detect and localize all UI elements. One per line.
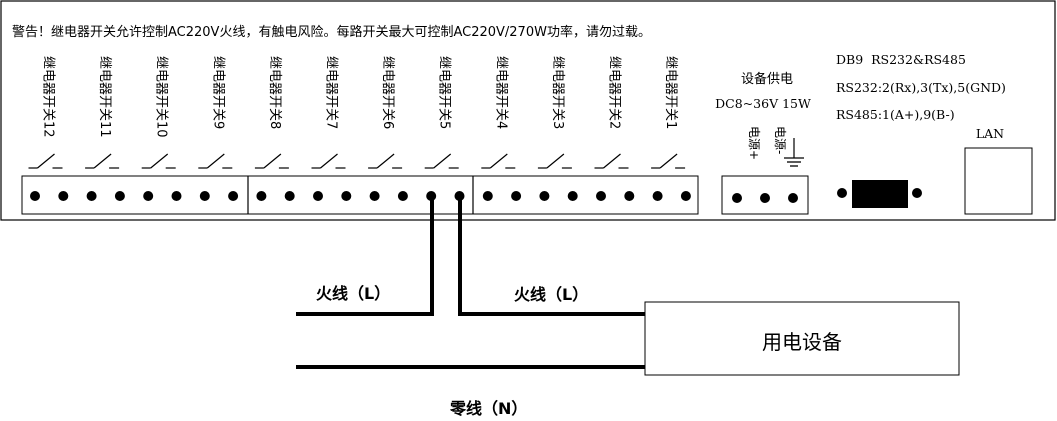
relay-label: 继电器开关4 <box>493 56 508 129</box>
relay-label: 继电器开关6 <box>380 56 395 129</box>
terminal-screw <box>341 191 352 201</box>
switch-icon <box>141 153 176 169</box>
relay-label: 继电器开关3 <box>550 56 565 129</box>
terminal-screw <box>397 191 408 201</box>
terminal-screw <box>539 191 550 201</box>
live-label-1: 火线（L） <box>316 284 390 303</box>
relay-label: 继电器开关8 <box>267 56 282 129</box>
terminal-screw <box>143 191 154 201</box>
power-plus-label: 电源+ <box>747 126 761 160</box>
terminal-screw <box>369 191 380 201</box>
terminal-screw <box>114 191 125 201</box>
relay-terminal-block: 继电器开关12 继电器开关11 继电器开关10 继电器开关9 继电器开关8 继电器开关7 继… <box>21 56 699 215</box>
rs485-pinout: RS485:1(A+),9(B-) <box>836 107 955 122</box>
switch-icon <box>594 153 629 169</box>
rs232-pinout: RS232:2(Rx),3(Tx),5(GND) <box>836 80 1006 95</box>
terminal-screw <box>596 191 606 201</box>
wiring <box>296 197 646 369</box>
relay-label: 继电器开关10 <box>154 56 169 138</box>
terminal-screw <box>567 191 578 201</box>
power-spec: DC8~36V 15W <box>715 96 811 111</box>
switch-icon <box>424 153 459 169</box>
switch-icon <box>311 153 346 169</box>
lan-label: LAN <box>976 126 1004 141</box>
switch-icon <box>28 153 63 169</box>
terminal-screw <box>680 191 691 201</box>
relay-label: 继电器开关9 <box>210 56 225 129</box>
switch-icon <box>85 153 120 169</box>
ground-icon <box>784 138 804 167</box>
switch-icon <box>651 153 686 169</box>
terminal-screw <box>58 191 69 201</box>
terminal-screw <box>788 193 798 203</box>
switch-icon <box>368 153 403 169</box>
terminal-screw <box>313 191 323 201</box>
power-minus-label: 电源- <box>773 126 787 154</box>
live-label-2: 火线（L） <box>514 285 588 304</box>
switch-icon <box>198 153 233 169</box>
load-device-label: 用电设备 <box>762 330 842 354</box>
terminal-screw <box>199 191 210 201</box>
terminal-screw <box>760 193 770 203</box>
relay-label: 继电器开关7 <box>324 56 339 129</box>
terminal-strip <box>21 175 699 215</box>
terminal-screw <box>284 191 295 201</box>
terminal-screw <box>30 191 40 201</box>
neutral-label: 零线（N） <box>449 399 527 418</box>
warning-text: 警告！继电器开关允许控制AC220V火线，有触电风险。每路开关最大可控制AC22… <box>12 24 651 40</box>
relay-label: 继电器开关11 <box>97 56 112 138</box>
terminal-screw <box>482 191 493 201</box>
relay-label: 继电器开关5 <box>437 56 452 129</box>
svg-text:电源+: 电源+ <box>747 126 761 160</box>
terminal-screw <box>732 193 742 203</box>
switch-icon <box>481 153 516 169</box>
load-device-box <box>644 301 960 376</box>
terminal-screw <box>86 191 97 201</box>
terminal-screw <box>511 191 522 201</box>
terminal-screw <box>652 191 663 201</box>
terminal-screw <box>256 191 267 201</box>
terminal-screw <box>228 191 239 201</box>
terminal-screw <box>171 191 182 201</box>
relay-label: 继电器开关2 <box>607 56 622 129</box>
db9-label: DB9 RS232&RS485 <box>836 52 966 67</box>
switch-icon <box>537 153 572 169</box>
relay-label: 继电器开关12 <box>41 56 56 138</box>
lan-port <box>964 147 1033 215</box>
db9-connector-icon <box>837 180 922 208</box>
power-terminal-block: 设备供电 DC8~36V 15W 电源+ 电源- <box>715 71 811 215</box>
terminal-screw <box>624 191 635 201</box>
relay-label: 继电器开关1 <box>663 56 678 129</box>
power-title: 设备供电 <box>741 71 793 87</box>
svg-text:电源-: 电源- <box>773 126 787 154</box>
switch-icon <box>254 153 289 169</box>
